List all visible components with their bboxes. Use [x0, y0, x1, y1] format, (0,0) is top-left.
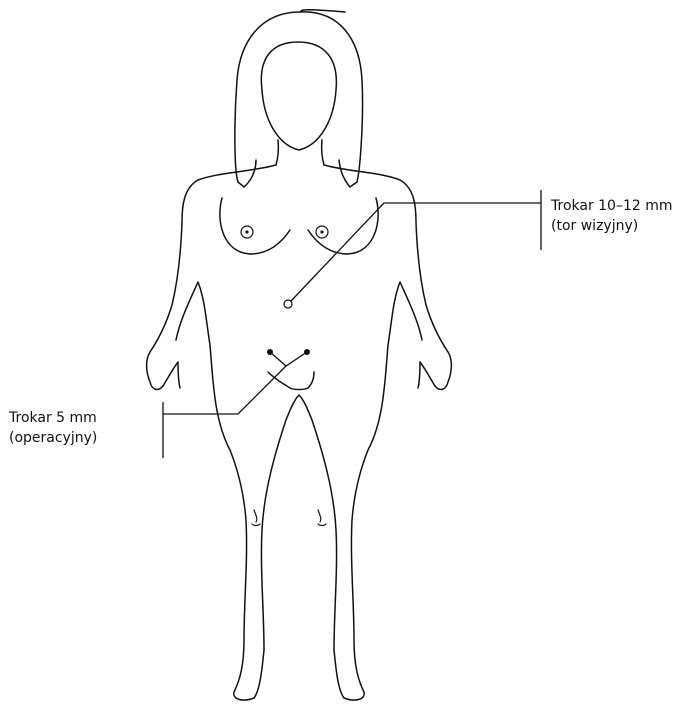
- left-side-outline: [147, 165, 276, 700]
- nipple-left-center: [245, 230, 248, 233]
- face-outline: [261, 42, 336, 150]
- camera-trocar-label: Trokar 10–12 mm (tor wizyjny): [551, 196, 673, 236]
- working-trocar-label-line2: (operacyjny): [9, 428, 97, 448]
- knee-right: [318, 510, 326, 526]
- neck-outline: [276, 140, 324, 165]
- working-trocar-leader: [163, 352, 307, 414]
- hair-outline: [235, 10, 363, 187]
- camera-trocar-port: [284, 300, 292, 308]
- breast-left-outline: [220, 198, 290, 254]
- camera-trocar-label-line1: Trokar 10–12 mm: [551, 196, 673, 216]
- working-trocar-label: Trokar 5 mm (operacyjny): [9, 408, 97, 448]
- knee-left: [252, 510, 260, 526]
- inner-leg-outline: [261, 395, 336, 650]
- nipple-right-center: [320, 230, 323, 233]
- working-trocar-label-line1: Trokar 5 mm: [9, 408, 97, 428]
- groin-outline: [268, 372, 314, 390]
- camera-trocar-label-line2: (tor wizyjny): [551, 216, 673, 236]
